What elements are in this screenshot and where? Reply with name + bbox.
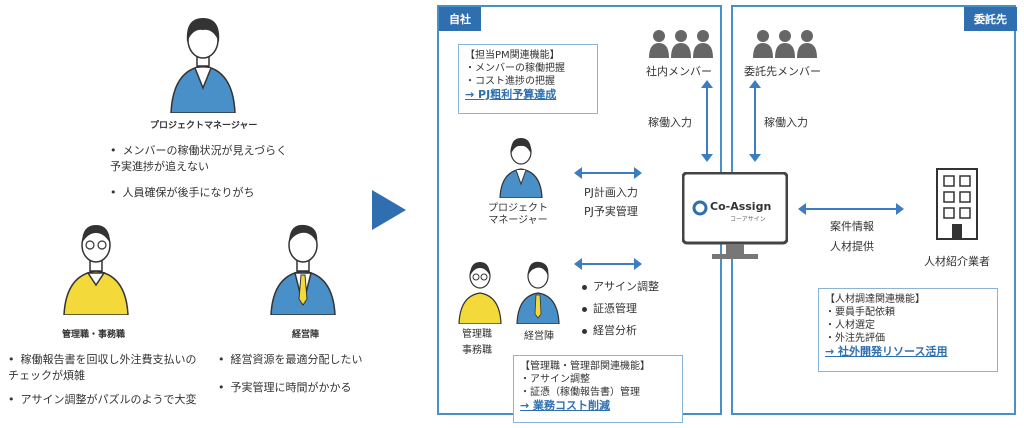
feature-voucher: 証憑管理: [582, 298, 659, 320]
admin-callout-title: 【管理職・管理部関連機能】: [520, 361, 650, 372]
exec-label: 経営陣: [292, 330, 320, 340]
work-input-left: 稼働入力: [648, 116, 692, 129]
exec-issues: 経営資源を最適分配したい 予実管理に時間がかかる: [218, 352, 408, 396]
agency-label: 人材紹介業者: [924, 255, 990, 268]
vendor-members-icon: [753, 30, 817, 58]
admin-callout-item-2: ・証憑（稼働報告書）管理: [520, 387, 640, 398]
admin-issue-2: アサイン調整がパズルのようで大変: [8, 392, 208, 408]
admin-arrowheads: [574, 258, 642, 270]
executive-figure: [270, 224, 336, 315]
admin-callout-link[interactable]: → 業務コスト削減: [520, 399, 611, 412]
admin-arrow: [578, 263, 638, 265]
vendor-callout-title: 【人材調達関連機能】: [825, 294, 925, 305]
deal-info: 案件情報: [830, 220, 874, 233]
vendor-callout-link[interactable]: → 社外開発リソース活用: [825, 345, 948, 358]
pj-plan: PJ計画入力: [584, 186, 638, 199]
agency-arrowheads: [798, 203, 904, 215]
admin-issues: 稼働報告書を回収し外注費支払いの チェックが煩雑 アサイン調整がパズルのようで大…: [8, 352, 208, 408]
building-icon: [936, 168, 978, 240]
vendor-callout-item-1: ・要員手配依頼: [825, 307, 895, 318]
vendor-callout-item-3: ・外注先評価: [825, 333, 885, 344]
pm-callout-title: 【担当PM関連機能】: [465, 50, 560, 61]
pm-issues: メンバーの稼働状況が見えづらく 予実進捗が追えない 人員確保が後手になりがち: [110, 143, 310, 201]
pm-callout-item-2: ・コスト進捗の把握: [465, 76, 555, 87]
app-name: Co-Assign: [710, 200, 772, 213]
vendor-members-label: 委託先メンバー: [744, 65, 821, 78]
feature-analysis: 経営分析: [582, 320, 659, 342]
work-input-arrow-left: [706, 85, 708, 157]
exec-issue-1: 経営資源を最適分配したい: [218, 352, 408, 368]
pj-arrow: [578, 172, 638, 174]
pm-callout: 【担当PM関連機能】 ・メンバーの稼働把握 ・コスト進捗の把握 → PJ粗利予算…: [458, 44, 598, 114]
exec-fig-label: 経営陣: [524, 331, 554, 342]
internal-members-label: 社内メンバー: [646, 65, 712, 78]
pj-actual: PJ予実管理: [584, 205, 638, 218]
admin-label: 管理職・事務職: [62, 330, 126, 340]
work-input-arrow-right: [754, 85, 756, 157]
agency-arrow: [802, 208, 900, 210]
pm-callout-link[interactable]: → PJ粗利予算達成: [465, 88, 557, 101]
pm-callout-item-1: ・メンバーの稼働把握: [465, 63, 565, 74]
admin-fig-label: 管理職 事務職: [462, 329, 492, 356]
play-arrow-icon: [372, 190, 406, 230]
internal-members-icon: [649, 30, 713, 58]
work-input-arrowheads-left: [701, 80, 713, 162]
admin-figure: [63, 225, 129, 315]
feature-assign: アサイン調整: [582, 276, 659, 298]
self-tag: 自社: [439, 7, 481, 31]
vendor-tag: 委託先: [964, 7, 1017, 31]
pm-issue-2: 人員確保が後手になりがち: [110, 185, 310, 201]
pm-figure-label: プロジェクト マネージャー: [488, 203, 548, 226]
admin-issue-1: 稼働報告書を回収し外注費支払いの チェックが煩雑: [8, 352, 208, 384]
pj-arrowheads: [574, 167, 642, 179]
app-sub: コーアサイン: [730, 216, 766, 223]
vendor-callout-item-2: ・人材選定: [825, 320, 875, 331]
exec-small-figure: [516, 261, 560, 324]
admin-small-figure: [458, 262, 502, 324]
talent: 人材提供: [830, 240, 874, 253]
work-input-arrowheads-right: [749, 80, 761, 162]
vendor-callout: 【人材調達関連機能】 ・要員手配依頼 ・人材選定 ・外注先評価 → 社外開発リソ…: [818, 288, 998, 372]
pm-label: プロジェクトマネージャー: [150, 121, 258, 131]
work-input-right: 稼働入力: [764, 116, 808, 129]
admin-features: アサイン調整 証憑管理 経営分析: [582, 276, 659, 342]
monitor-icon: [682, 172, 788, 259]
project-manager-figure: [170, 18, 236, 113]
pm-small-figure: [499, 138, 543, 198]
admin-callout-item-1: ・アサイン調整: [520, 374, 590, 385]
admin-callout: 【管理職・管理部関連機能】 ・アサイン調整 ・証憑（稼働報告書）管理 → 業務コ…: [513, 355, 683, 423]
pm-issue-1: メンバーの稼働状況が見えづらく 予実進捗が追えない: [110, 143, 310, 175]
exec-issue-2: 予実管理に時間がかかる: [218, 380, 408, 396]
